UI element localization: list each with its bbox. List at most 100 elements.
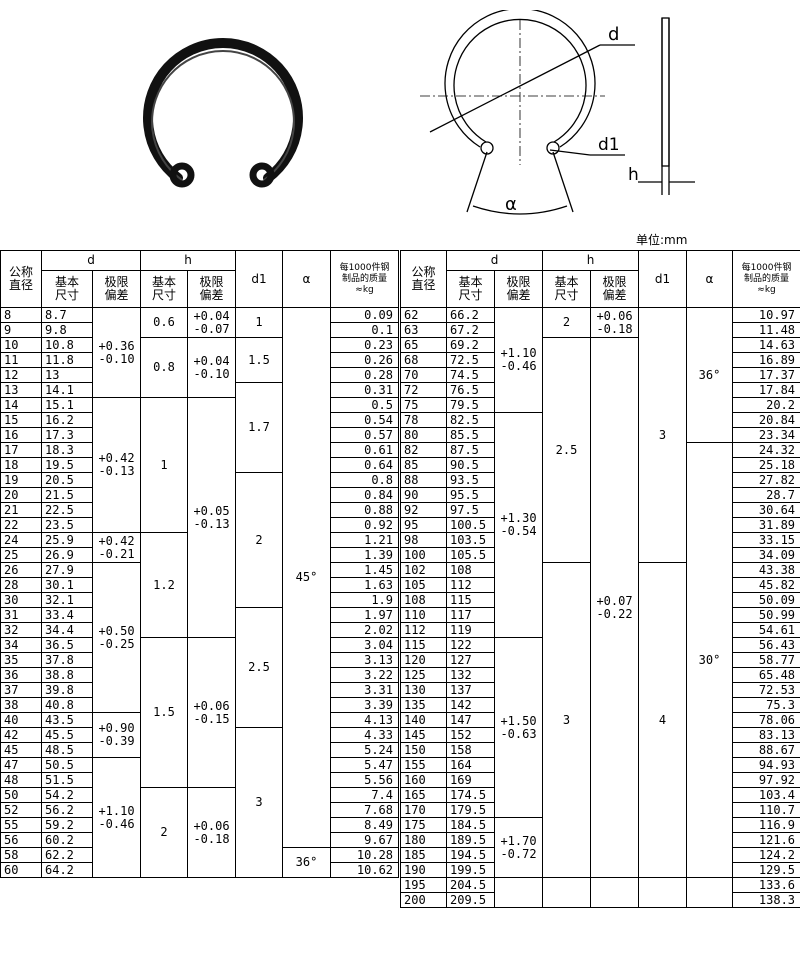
d-basic-cell: 14.1 (41, 382, 93, 398)
mass-cell: 116.9 (732, 817, 800, 833)
nominal-cell: 13 (0, 382, 42, 398)
nominal-cell: 56 (0, 832, 42, 848)
d-basic-cell: 97.5 (446, 502, 495, 518)
mass-cell: 2.02 (330, 622, 400, 638)
h-tolerance-cell: +0.04 -0.10 (186, 337, 237, 398)
mass-cell: 97.92 (732, 772, 800, 788)
nominal-cell: 8 (0, 307, 42, 323)
nominal-cell: 185 (400, 847, 447, 863)
d-basic-cell: 184.5 (446, 817, 495, 833)
nominal-cell: 50 (0, 787, 42, 803)
d-basic-cell: 119 (446, 622, 495, 638)
d-basic-cell: 108 (446, 562, 495, 578)
nominal-cell: 160 (400, 772, 447, 788)
mass-cell: 50.99 (732, 607, 800, 623)
d1-cell: 3 (638, 307, 688, 563)
mass-cell: 3.04 (330, 637, 400, 653)
nominal-cell: 47 (0, 757, 42, 773)
nominal-cell: 15 (0, 412, 42, 428)
nominal-cell: 62 (400, 307, 447, 323)
nominal-cell: 110 (400, 607, 447, 623)
mass-cell: 4.33 (330, 727, 400, 743)
nominal-cell: 150 (400, 742, 447, 758)
d-tolerance-cell: +1.70 -0.72 (494, 817, 543, 878)
d-basic-cell: 82.5 (446, 412, 495, 428)
d-basic-cell: 25.9 (41, 532, 93, 548)
nominal-cell: 42 (0, 727, 42, 743)
d-basic-cell: 54.2 (41, 787, 93, 803)
d-tolerance-cell: +1.10 -0.46 (494, 307, 543, 413)
nominal-cell: 32 (0, 622, 42, 638)
nominal-cell: 200 (400, 892, 447, 908)
nominal-cell: 63 (400, 322, 447, 338)
nominal-cell: 17 (0, 442, 42, 458)
mass-cell: 0.88 (330, 502, 400, 518)
d-basic-cell: 40.8 (41, 697, 93, 713)
nominal-cell: 58 (0, 847, 42, 863)
mass-cell: 8.49 (330, 817, 400, 833)
mass-cell: 0.8 (330, 472, 400, 488)
alpha-cell: 45° (282, 307, 332, 848)
nominal-cell: 38 (0, 697, 42, 713)
mass-cell: 10.28 (330, 847, 400, 863)
nominal-cell: 190 (400, 862, 447, 878)
nominal-cell: 30 (0, 592, 42, 608)
d-basic-cell: 66.2 (446, 307, 495, 323)
mass-cell: 1.45 (330, 562, 400, 578)
mass-cell: 33.15 (732, 532, 800, 548)
nominal-cell: 12 (0, 367, 42, 383)
nominal-cell: 180 (400, 832, 447, 848)
d-basic-cell: 62.2 (41, 847, 93, 863)
header-h-tolerance: 极限 偏差 (186, 270, 237, 308)
d-basic-cell: 95.5 (446, 487, 495, 503)
nominal-cell: 31 (0, 607, 42, 623)
d-basic-cell: 30.1 (41, 577, 93, 593)
nominal-cell: 14 (0, 397, 42, 413)
header-mass: 每1000件钢 制品的质量 ≈kg (732, 250, 800, 308)
technical-drawing: d d1 h α (420, 10, 695, 215)
h-basic-cell: 1.5 (140, 637, 188, 788)
d1-cell: 3 (235, 727, 284, 878)
d-basic-cell: 158 (446, 742, 495, 758)
nominal-cell: 98 (400, 532, 447, 548)
d-basic-cell: 56.2 (41, 802, 93, 818)
h-tolerance-cell: +0.06 -0.18 (589, 307, 640, 338)
header-alpha: α (686, 250, 734, 308)
d-basic-cell: 20.5 (41, 472, 93, 488)
mass-cell: 24.32 (732, 442, 800, 458)
d1-cell: 1.5 (235, 337, 284, 383)
mass-cell: 0.84 (330, 487, 400, 503)
alpha-cell: 36° (686, 307, 734, 443)
d-basic-cell: 199.5 (446, 862, 495, 878)
h-basic-cell: 0.8 (140, 337, 188, 398)
h-tolerance-cell: +0.07 -0.22 (589, 337, 640, 878)
h-tolerance-cell: +0.05 -0.13 (186, 397, 237, 638)
nominal-cell: 75 (400, 397, 447, 413)
nominal-cell: 36 (0, 667, 42, 683)
d1-cell (638, 877, 688, 908)
nominal-cell: 18 (0, 457, 42, 473)
header-d-tolerance: 极限 偏差 (494, 270, 543, 308)
nominal-cell: 170 (400, 802, 447, 818)
d1-cell: 2.5 (235, 607, 284, 728)
d-tolerance-cell: +0.42 -0.13 (92, 397, 141, 533)
nominal-cell: 45 (0, 742, 42, 758)
d-basic-cell: 122 (446, 637, 495, 653)
mass-cell: 1.21 (330, 532, 400, 548)
d-basic-cell: 21.5 (41, 487, 93, 503)
d-basic-cell: 90.5 (446, 457, 495, 473)
